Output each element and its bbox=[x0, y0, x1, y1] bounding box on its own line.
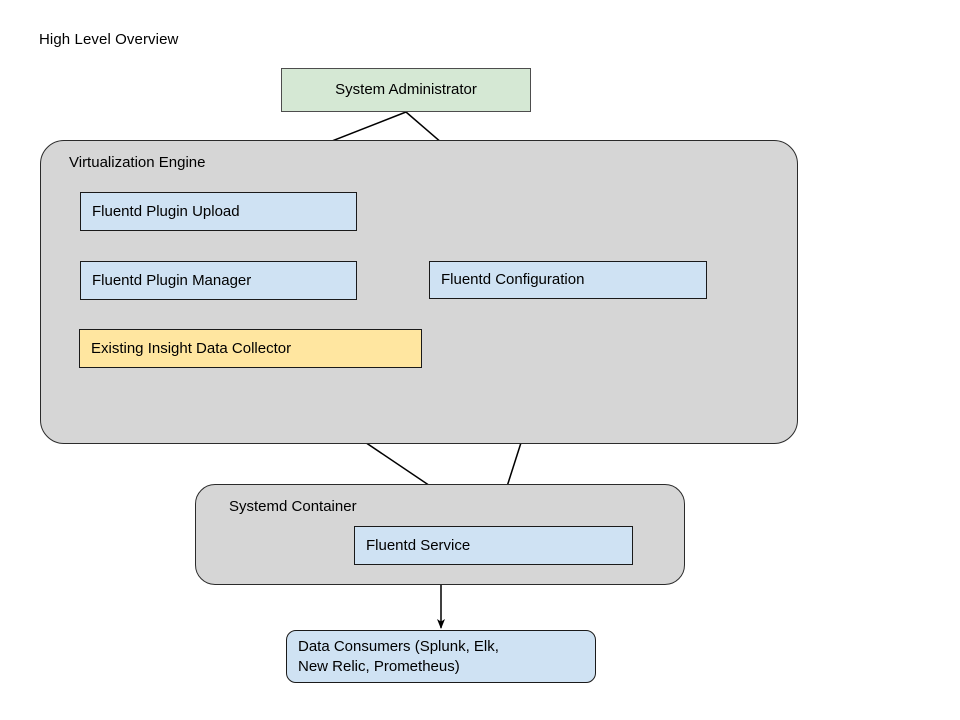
node-data-consumers[interactable]: Data Consumers (Splunk, Elk, New Relic, … bbox=[286, 630, 596, 683]
node-label-fluentd-service: Fluentd Service bbox=[366, 536, 471, 554]
node-existing-insight-data-collector[interactable]: Existing Insight Data Collector bbox=[79, 329, 422, 368]
node-system-administrator[interactable]: System Administrator bbox=[281, 68, 531, 112]
node-label-fluentd-plugin-manager: Fluentd Plugin Manager bbox=[92, 271, 252, 289]
node-fluentd-plugin-upload[interactable]: Fluentd Plugin Upload bbox=[80, 192, 357, 231]
node-label-fluentd-configuration: Fluentd Configuration bbox=[441, 271, 585, 289]
node-label-system-administrator: System Administrator bbox=[335, 81, 477, 99]
node-label-data-consumers: Data Consumers (Splunk, Elk, New Relic, … bbox=[298, 638, 499, 675]
node-fluentd-configuration[interactable]: Fluentd Configuration bbox=[429, 261, 707, 299]
node-label-fluentd-plugin-upload: Fluentd Plugin Upload bbox=[92, 202, 240, 220]
node-label-existing-insight-data-collector: Existing Insight Data Collector bbox=[91, 339, 292, 357]
group-label-virtualization-engine: Virtualization Engine bbox=[69, 154, 206, 171]
group-label-systemd-container: Systemd Container bbox=[229, 498, 357, 515]
node-fluentd-service[interactable]: Fluentd Service bbox=[354, 526, 633, 565]
page-title: High Level Overview bbox=[39, 31, 179, 48]
node-fluentd-plugin-manager[interactable]: Fluentd Plugin Manager bbox=[80, 261, 357, 300]
